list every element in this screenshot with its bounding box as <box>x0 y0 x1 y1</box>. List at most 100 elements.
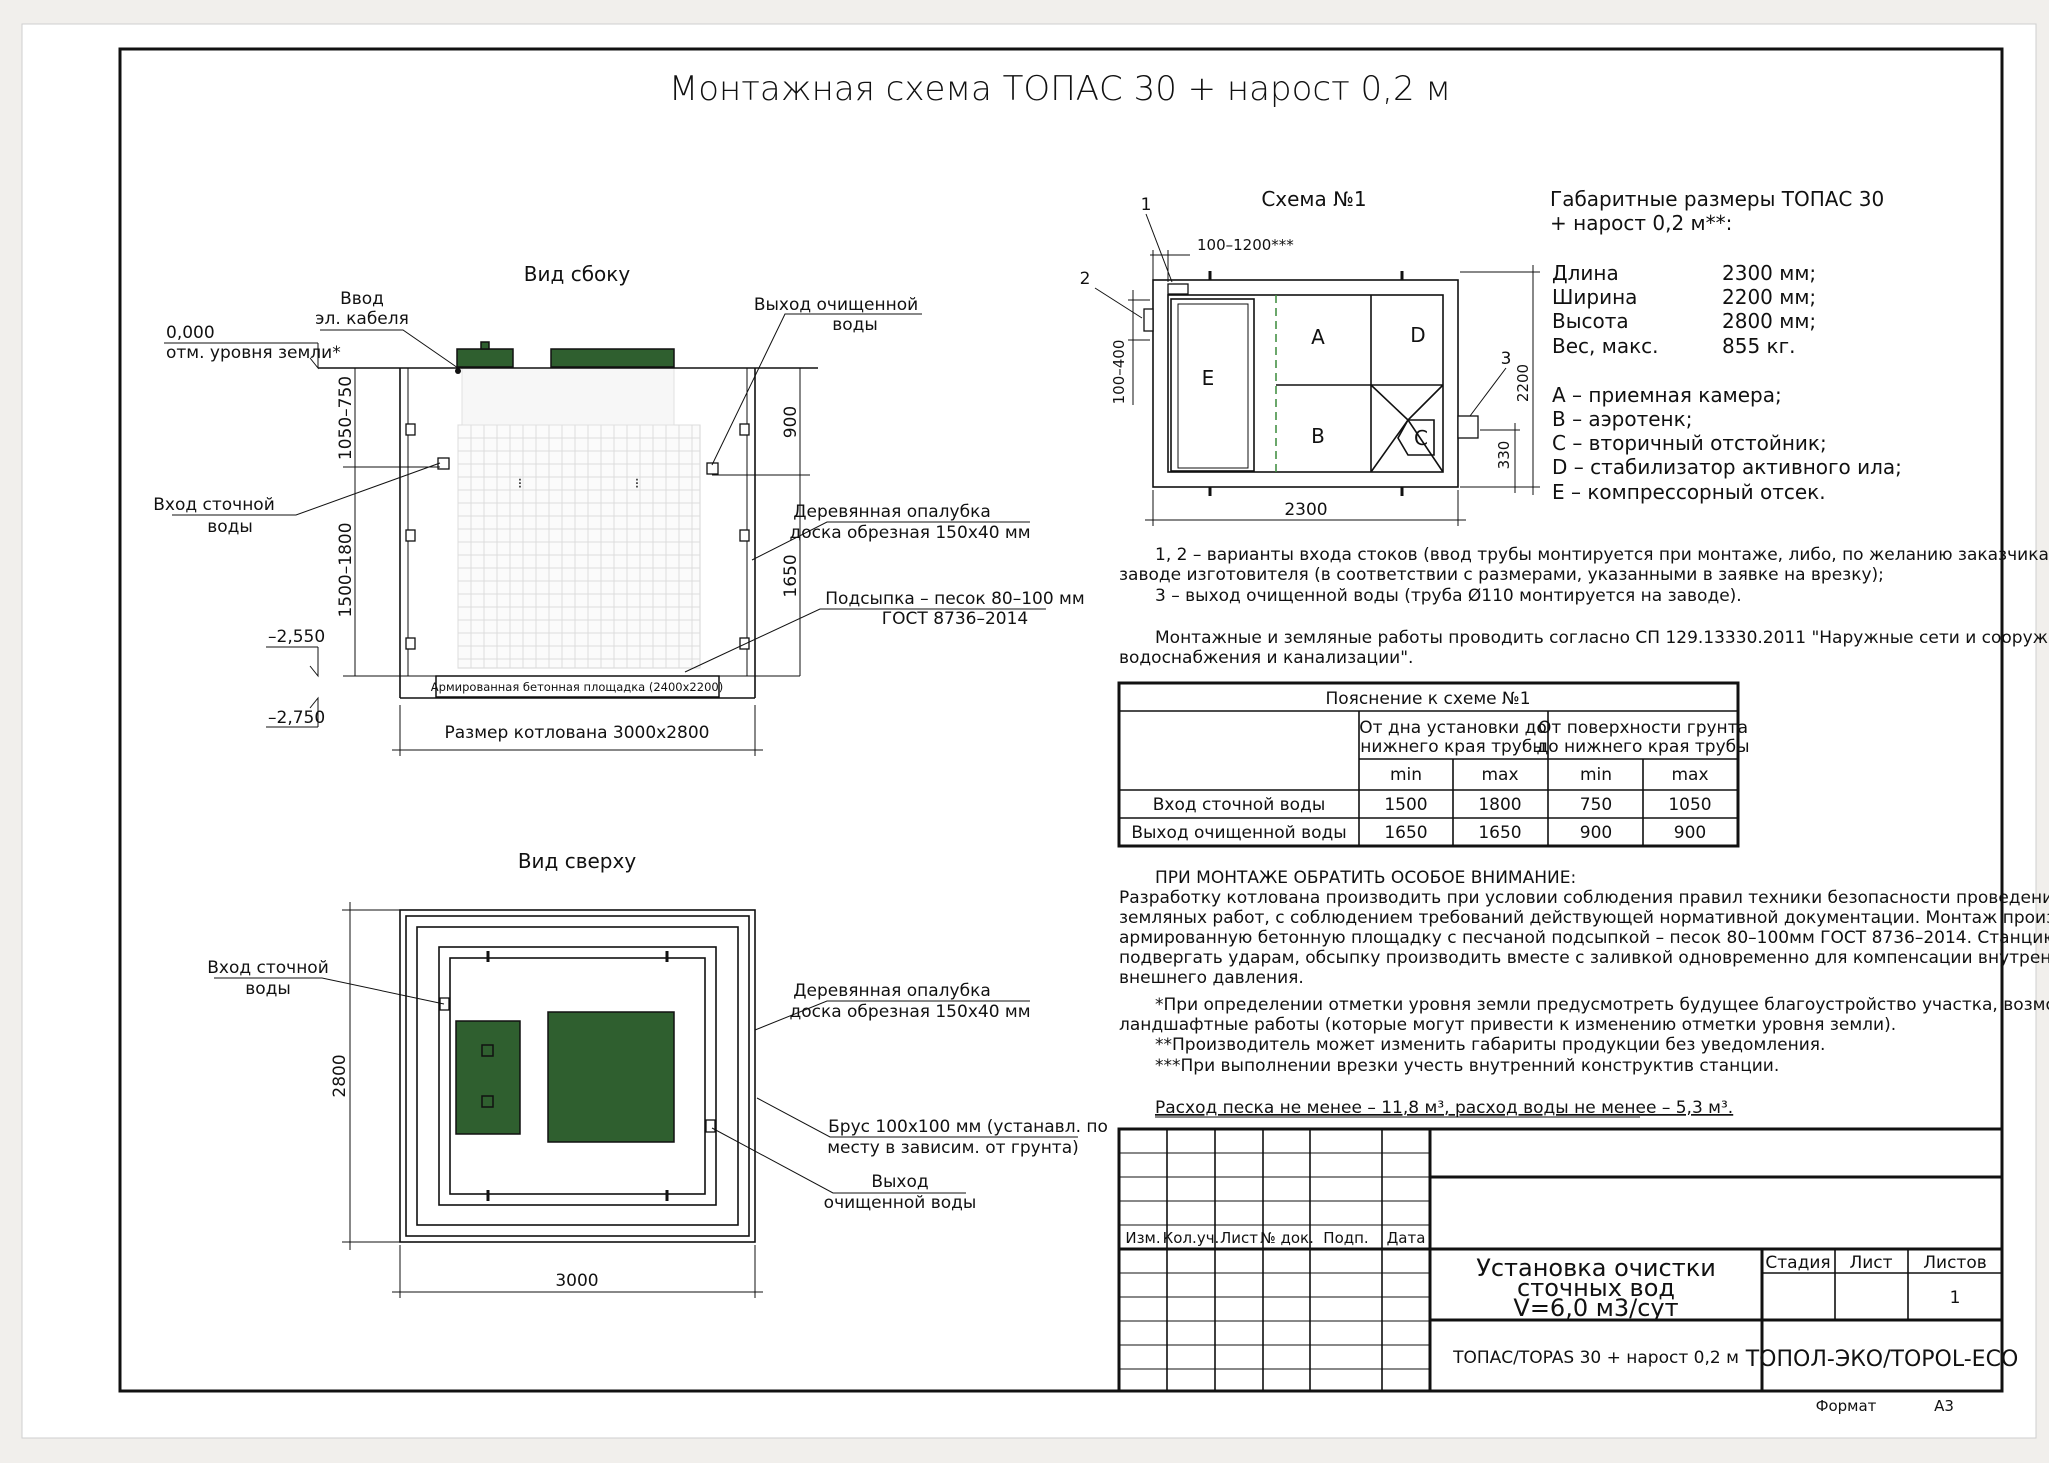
svg-text:1650: 1650 <box>1384 823 1427 843</box>
svg-text:**Производитель может изменить: **Производитель может изменить габариты … <box>1155 1035 1825 1055</box>
svg-text:эл. кабеля: эл. кабеля <box>315 309 409 329</box>
svg-text:Ширина: Ширина <box>1552 285 1637 309</box>
drawing-title: Монтажная схема ТОПАС 30 + нарост 0,2 м <box>669 69 1451 109</box>
svg-text:1: 1 <box>1141 195 1152 215</box>
svg-text:900: 900 <box>781 406 801 438</box>
side-view-title: Вид сбоку <box>524 262 631 286</box>
svg-text:100–400: 100–400 <box>1110 340 1128 405</box>
scheme-1: Схема №1 E A B D C 1 2 3 <box>1080 187 1540 526</box>
svg-text:очищенной воды: очищенной воды <box>824 1193 977 1213</box>
svg-text:C – вторичный отстойник;: C – вторичный отстойник; <box>1552 431 1827 455</box>
svg-text:3000: 3000 <box>555 1271 598 1291</box>
svg-text:2800: 2800 <box>330 1054 350 1097</box>
svg-text:1500–1800: 1500–1800 <box>336 522 356 617</box>
svg-text:V=6,0 м3/сут: V=6,0 м3/сут <box>1513 1294 1678 1322</box>
svg-text:1050–750: 1050–750 <box>336 376 356 460</box>
compressor-compartment <box>1170 298 1255 472</box>
svg-text:2200: 2200 <box>1514 364 1532 402</box>
svg-text:ландшафтные работы (которые мо: ландшафтные работы (которые могут привес… <box>1119 1015 1896 1035</box>
svg-text:Длина: Длина <box>1552 261 1619 285</box>
svg-text:***При выполнении врезки учест: ***При выполнении врезки учесть внутренн… <box>1155 1056 1779 1076</box>
svg-text:месту в зависим. от грунта): месту в зависим. от грунта) <box>827 1138 1079 1158</box>
svg-text:⁝: ⁝ <box>635 476 639 492</box>
svg-text:1650: 1650 <box>781 554 801 597</box>
svg-text:Монтажные и земляные работы пр: Монтажные и земляные работы проводить со… <box>1155 628 2049 648</box>
svg-text:1: 1 <box>1950 1288 1961 1308</box>
compressor-hatch <box>455 1020 521 1135</box>
svg-text:Листов: Листов <box>1923 1253 1987 1273</box>
svg-text:сточных вод: сточных вод <box>1517 1274 1675 1302</box>
top-view-title: Вид сверху <box>518 849 637 873</box>
tank-lid-large <box>550 348 675 368</box>
svg-text:водоснабжения и канализации".: водоснабжения и канализации". <box>1119 648 1413 668</box>
svg-text:Размер котлована 3000х2800: Размер котлована 3000х2800 <box>445 723 710 743</box>
svg-text:2800 мм;: 2800 мм; <box>1722 309 1816 333</box>
dimensions-block: Габаритные размеры ТОПАС 30 + нарост 0,2… <box>1550 187 1902 504</box>
svg-text:Подсыпка – песок 80–100 мм: Подсыпка – песок 80–100 мм <box>825 589 1084 609</box>
svg-text:100–1200***: 100–1200*** <box>1197 236 1294 254</box>
svg-text:D: D <box>1410 323 1425 347</box>
pipe-table: Пояснение к схеме №1 От дна установки до… <box>1117 681 1750 848</box>
svg-text:От дна установки до: От дна установки до <box>1359 718 1547 738</box>
svg-text:ТОПАС/TOPAS 30 + нарост 0,2 м: ТОПАС/TOPAS 30 + нарост 0,2 м <box>1452 1348 1739 1368</box>
svg-text:Дата: Дата <box>1387 1229 1426 1247</box>
svg-text:Установка очистки: Установка очистки <box>1476 1254 1716 1282</box>
svg-text:3: 3 <box>1501 349 1512 369</box>
title-block: Изм. Кол.уч. Лист № док. Подп. Дата Уста… <box>1117 1127 2019 1415</box>
svg-text:E – компрессорный отсек.: E – компрессорный отсек. <box>1552 480 1826 504</box>
svg-text:Вход сточной воды: Вход сточной воды <box>1153 795 1326 815</box>
svg-text:2300 мм;: 2300 мм; <box>1722 261 1816 285</box>
svg-text:подвергать ударам, обсыпку про: подвергать ударам, обсыпку производить в… <box>1119 948 2049 968</box>
svg-text:ПРИ МОНТАЖЕ ОБРАТИТЬ ОСОБОЕ ВН: ПРИ МОНТАЖЕ ОБРАТИТЬ ОСОБОЕ ВНИМАНИЕ: <box>1155 868 1576 888</box>
svg-text:внешнего давления.: внешнего давления. <box>1119 968 1304 988</box>
svg-text:От поверхности грунта: От поверхности грунта <box>1538 718 1748 738</box>
svg-text:Лист: Лист <box>1220 1229 1258 1247</box>
svg-text:3 – выход очищенной воды (труб: 3 – выход очищенной воды (труба Ø110 мон… <box>1155 586 1742 606</box>
svg-text:воды: воды <box>832 315 878 335</box>
svg-text:Разработку котлована производи: Разработку котлована производить при усл… <box>1119 888 2049 908</box>
svg-text:ТОПОЛ-ЭКО/TOPOL-ECO: ТОПОЛ-ЭКО/TOPOL-ECO <box>1745 1347 2019 1372</box>
svg-text:Изм.: Изм. <box>1125 1229 1160 1247</box>
svg-text:воды: воды <box>245 979 291 999</box>
svg-text:доска обрезная 150х40 мм: доска обрезная 150х40 мм <box>789 1002 1030 1022</box>
tank-lid-small <box>456 348 514 368</box>
svg-text:заводе изготовителя (в соответ: заводе изготовителя (в соответствии с ра… <box>1119 565 1884 585</box>
svg-text:Габаритные размеры ТОПАС 30: Габаритные размеры ТОПАС 30 <box>1550 187 1884 211</box>
svg-text:Стадия: Стадия <box>1765 1253 1830 1273</box>
svg-text:1800: 1800 <box>1478 795 1521 815</box>
svg-text:Формат: Формат <box>1816 1397 1877 1415</box>
svg-text:Брус 100х100 мм (устанавл. по: Брус 100х100 мм (устанавл. по <box>828 1117 1108 1137</box>
svg-text:1500: 1500 <box>1384 795 1427 815</box>
svg-text:Ввод: Ввод <box>340 289 384 309</box>
svg-text:min: min <box>1580 765 1612 785</box>
drawing-frame <box>118 47 2004 1393</box>
svg-text:ГОСТ 8736–2014: ГОСТ 8736–2014 <box>882 609 1028 629</box>
svg-text:D – стабилизатор активного ила: D – стабилизатор активного ила; <box>1552 455 1902 479</box>
svg-text:B – аэротенк;: B – аэротенк; <box>1552 407 1692 431</box>
svg-text:–2,750: –2,750 <box>268 708 325 728</box>
svg-text:земляных работ, с соблюдением: земляных работ, с соблюдением требований… <box>1119 908 2049 928</box>
svg-text:Кол.уч.: Кол.уч. <box>1163 1229 1220 1247</box>
svg-text:Вход сточной: Вход сточной <box>207 958 329 978</box>
tank-body <box>457 367 701 669</box>
svg-text:Выход очищенной: Выход очищенной <box>754 295 918 315</box>
svg-text:1050: 1050 <box>1668 795 1711 815</box>
svg-text:2200 мм;: 2200 мм; <box>1722 285 1816 309</box>
svg-text:Лист: Лист <box>1849 1253 1892 1273</box>
svg-text:№ док.: № док. <box>1260 1229 1314 1247</box>
svg-text:2: 2 <box>1080 269 1091 289</box>
svg-text:нижнего края трубы: нижнего края трубы <box>1360 737 1546 757</box>
svg-text:min: min <box>1390 765 1422 785</box>
svg-text:армированную бетонную площадку: армированную бетонную площадку с песчано… <box>1119 928 2049 948</box>
svg-text:1650: 1650 <box>1478 823 1521 843</box>
attention-notes: ПРИ МОНТАЖЕ ОБРАТИТЬ ОСОБОЕ ВНИМАНИЕ: Ра… <box>1119 868 2049 1118</box>
svg-text:+ нарост 0,2 м**:: + нарост 0,2 м**: <box>1550 211 1732 235</box>
svg-text:Деревянная опалубка: Деревянная опалубка <box>793 502 991 522</box>
svg-text:Высота: Высота <box>1552 309 1629 333</box>
svg-text:доска обрезная 150х40 мм: доска обрезная 150х40 мм <box>789 523 1030 543</box>
svg-text:Деревянная опалубка: Деревянная опалубка <box>793 981 991 1001</box>
svg-text:2300: 2300 <box>1284 500 1327 520</box>
slab-label: Армированная бетонная площадка (2400х220… <box>431 680 723 694</box>
svg-text:Расход песка не менее – 11,8 м: Расход песка не менее – 11,8 м³, расход … <box>1155 1098 1733 1118</box>
svg-text:1, 2 – варианты входа стоков: 1, 2 – варианты входа стоков (ввод трубы… <box>1155 545 2049 565</box>
